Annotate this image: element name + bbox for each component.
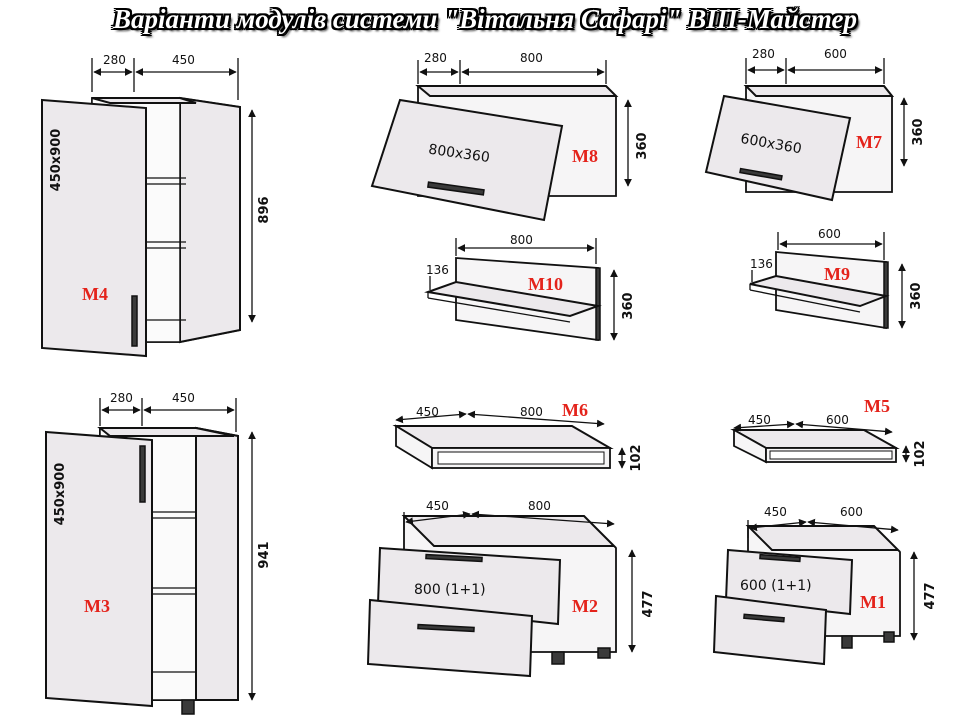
m1-height-label: 477	[923, 582, 938, 609]
m10-shelf	[424, 280, 602, 318]
module-m9: 600 136 360 M9	[749, 227, 924, 330]
m1-drawer-bottom	[712, 594, 828, 666]
m9-module-label: M9	[824, 264, 850, 284]
m3-depth-label: 280	[110, 391, 133, 405]
m2-module-label: M2	[572, 596, 598, 616]
m3-height-label: 941	[257, 541, 272, 568]
m5-width-label: 600	[826, 413, 849, 427]
m1-drawer-top	[724, 548, 854, 616]
m5-module-label: M5	[864, 396, 890, 416]
m7-width-label: 600	[824, 47, 847, 61]
m6-depth-label: 450	[416, 405, 439, 419]
m8-dimensions: 280 800 360	[417, 51, 650, 187]
m4-dimensions: 280 450 896 450x900	[49, 53, 272, 323]
m3-dimensions: 280 450 941 450x900	[53, 391, 272, 701]
module-m2: 800 (1+1) 450 800 477 M2	[366, 499, 656, 678]
m5-depth-label: 450	[748, 413, 771, 427]
m3-door-size-label: 450x900	[53, 463, 68, 526]
m9-depth-label: 136	[750, 257, 773, 271]
m5-dimensions: 450 600 102	[733, 413, 928, 468]
m2-width-label: 800	[528, 499, 551, 513]
m1-width-label: 600	[840, 505, 863, 519]
module-m10: 800 136 360 M10	[424, 233, 636, 342]
m3-module-label: M3	[84, 596, 110, 616]
m3-handle	[139, 445, 146, 503]
m1-drawer-bottom-handle	[743, 613, 785, 623]
m2-height-label: 477	[641, 590, 656, 617]
m4-height-label: 896	[257, 196, 272, 223]
m8-module-label: M8	[572, 146, 598, 166]
m7-height-label: 360	[911, 118, 926, 145]
m10-height-label: 360	[621, 292, 636, 319]
m6-dimensions: 450 800 102	[395, 405, 644, 472]
m7-depth-label: 280	[752, 47, 775, 61]
m2-front-size-label: 800 (1+1)	[414, 582, 486, 598]
page-title: Варіанти модулів системи "Вітальня Сафар…	[113, 4, 857, 34]
m8-height-label: 360	[635, 132, 650, 159]
m7-module-label: M7	[856, 132, 882, 152]
m6-module-label: M6	[562, 400, 588, 420]
m10-depth-label: 136	[426, 263, 449, 277]
m5-height-label: 102	[913, 440, 928, 467]
m7-front-panel	[704, 94, 852, 202]
module-m8: 800x360 280 800 360 M8	[370, 51, 650, 222]
m9-height-label: 360	[909, 282, 924, 309]
m2-depth-label: 450	[426, 499, 449, 513]
m9-dimensions: 600 136 360	[750, 227, 924, 329]
m10-dimensions: 800 136 360	[426, 233, 636, 341]
m9-width-label: 600	[818, 227, 841, 241]
m7-dimensions: 280 600 360	[745, 47, 926, 167]
m6-height-label: 102	[629, 444, 644, 471]
m1-depth-label: 450	[764, 505, 787, 519]
m2-drawer-top-handle	[425, 553, 483, 563]
module-m5: 450 600 102 M5	[730, 396, 928, 468]
m2-drawer-bottom-handle	[417, 623, 475, 633]
m10-module-label: M10	[528, 274, 563, 294]
m2-dimensions: 450 800 477	[403, 499, 656, 653]
m1-front-size-label: 600 (1+1)	[740, 578, 812, 594]
m4-door	[41, 98, 147, 358]
m8-depth-label: 280	[424, 51, 447, 65]
m4-width-label: 450	[172, 53, 195, 67]
module-m3: 280 450 941 450x900 M3	[45, 391, 272, 715]
m4-depth-label: 280	[103, 53, 126, 67]
m8-width-label: 800	[520, 51, 543, 65]
m4-door-size-label: 450x900	[49, 129, 64, 192]
m1-drawer-top-handle	[759, 553, 801, 563]
m1-dimensions: 450 600 477	[747, 505, 938, 641]
m4-module-label: M4	[82, 284, 108, 304]
m2-drawer-bottom	[366, 598, 534, 678]
m10-width-label: 800	[510, 233, 533, 247]
m3-door	[45, 430, 153, 708]
m7-handle	[739, 167, 783, 181]
m3-width-label: 450	[172, 391, 195, 405]
module-m7: 600x360 280 600 360 M7	[704, 47, 926, 202]
module-m1: 600 (1+1) 450 600 477 M1	[712, 505, 938, 666]
m9-shelf	[749, 274, 890, 308]
m6-width-label: 800	[520, 405, 543, 419]
m4-handle	[131, 295, 138, 347]
module-m6: 450 800 102 M6	[392, 400, 644, 472]
module-m4: 280 450 896 450x900 M4	[41, 53, 272, 358]
m1-module-label: M1	[860, 592, 886, 612]
m8-handle	[427, 181, 485, 196]
m8-front-panel	[370, 98, 564, 222]
